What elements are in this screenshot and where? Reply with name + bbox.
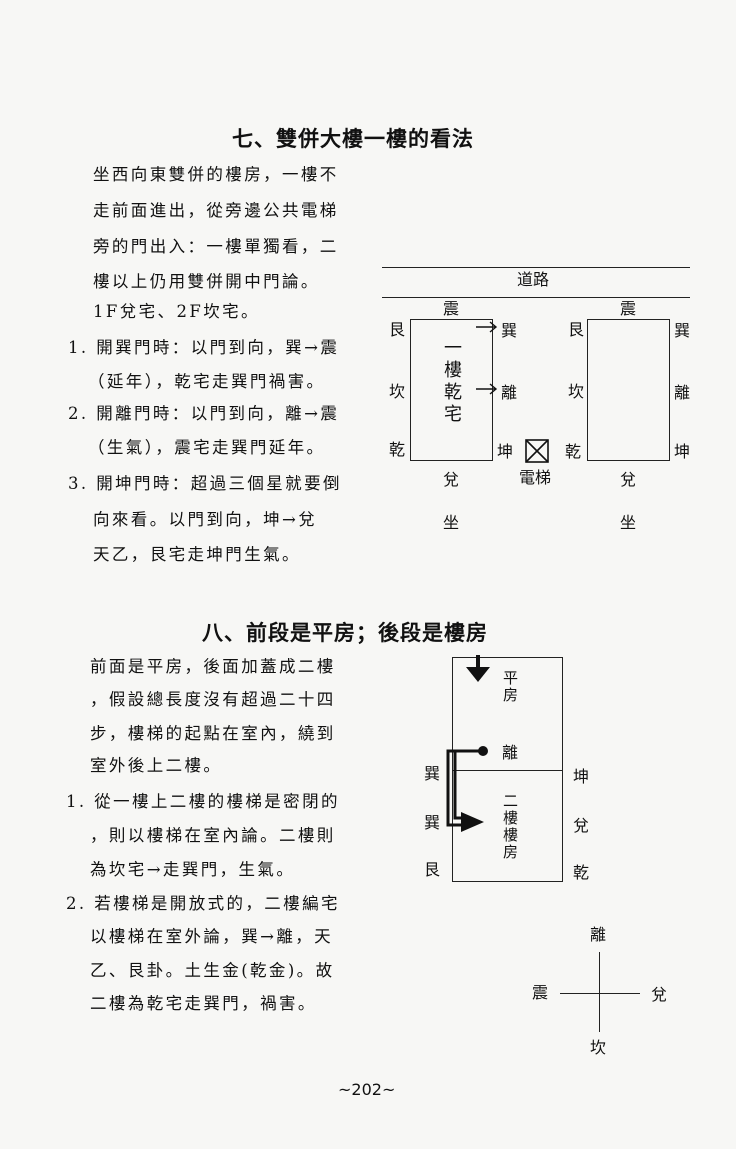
dui-label: 兌 — [573, 816, 590, 835]
compass-vertical — [599, 952, 600, 1032]
left-zhen-label: 震 — [443, 299, 460, 318]
road-line-bottom — [382, 297, 690, 298]
body-line: 步，樓梯的起點在室內，繞到 — [90, 724, 336, 743]
kun-label: 坤 — [573, 767, 590, 786]
body-line: ，則以樓梯在室內論。二樓則 — [90, 826, 336, 845]
left-dui-label: 兌 — [443, 470, 460, 489]
left-gen-label: 艮 — [389, 320, 406, 339]
staircase-path-icon — [446, 746, 488, 832]
gen-label: 艮 — [424, 860, 441, 879]
left-kun-label: 坤 — [497, 442, 514, 461]
right-li-label: 離 — [674, 383, 691, 402]
body-line: 乙、艮卦。土生金(乾金)。故 — [90, 961, 335, 980]
right-gen-label: 艮 — [568, 320, 585, 339]
right-qian-label: 乾 — [565, 442, 582, 461]
body-line: 為坎宅→走巽門，生氣。 — [90, 860, 296, 879]
elevator-label: 電梯 — [519, 468, 552, 487]
body-line: 室外後上二樓。 — [90, 756, 223, 775]
compass-right-label: 兌 — [651, 985, 668, 1004]
body-line: 以樓梯在室外論，巽→離，天 — [90, 927, 334, 946]
body-line: 1. 開巽門時：以門到向，巽→震 — [68, 338, 340, 357]
body-line: 二樓為乾宅走巽門，禍害。 — [90, 994, 317, 1013]
xun-label-lower: 巽 — [424, 813, 441, 832]
left-kan-label: 坎 — [389, 382, 406, 401]
compass-top-label: 離 — [590, 925, 607, 944]
body-line: ，假設總長度沒有超過二十四 — [90, 690, 336, 709]
compass-bottom-label: 坎 — [590, 1038, 607, 1057]
body-line: 1F兌宅、2F坎宅。 — [93, 302, 260, 321]
body-line: 坐西向東雙併的樓房，一樓不 — [93, 165, 339, 184]
body-line: 2. 開離門時：以門到向，離→震 — [68, 404, 340, 423]
body-line: 向來看。以門到向，坤→兌 — [93, 510, 318, 529]
section8-title: 八、前段是平房；後段是樓房 — [202, 621, 488, 645]
body-line: 2. 若樓梯是開放式的，二樓編宅 — [66, 894, 340, 913]
arrow-to-xun-icon — [476, 321, 498, 333]
arrow-to-li-icon — [476, 383, 498, 395]
body-line: （延年），乾宅走巽門禍害。 — [88, 372, 326, 391]
floor-divider — [452, 770, 563, 771]
left-li-label: 離 — [501, 383, 518, 402]
body-line: 前面是平房，後面加蓋成二樓 — [90, 657, 336, 676]
body-line: 旁的門出入：一樓單獨看，二 — [93, 237, 339, 256]
body-line: 3. 開坤門時：超過三個星就要倒 — [68, 474, 342, 493]
pingfang-label: 平房 — [501, 670, 519, 704]
body-line: 天乙，艮宅走坤門生氣。 — [93, 545, 301, 564]
body-line: （生氣），震宅走巽門延年。 — [88, 438, 326, 457]
compass-horizontal — [560, 993, 640, 994]
right-zuo-label: 坐 — [620, 513, 637, 532]
page-number: ~202~ — [338, 1080, 396, 1099]
body-line: 樓以上仍用雙併開中門論。 — [93, 272, 320, 291]
right-dui-label: 兌 — [620, 470, 637, 489]
left-qian-label: 乾 — [389, 440, 406, 459]
road-line-top — [382, 267, 690, 268]
elevator-icon — [525, 439, 549, 463]
right-kan-label: 坎 — [568, 382, 585, 401]
erlou-label: 二樓樓房 — [501, 793, 519, 861]
qian-label: 乾 — [573, 863, 590, 882]
body-line: 1. 從一樓上二樓的樓梯是密閉的 — [66, 792, 340, 811]
road-label: 道路 — [517, 270, 550, 289]
left-xun-label: 巽 — [501, 321, 518, 340]
xun-label-upper: 巽 — [424, 764, 441, 783]
building-box — [452, 657, 563, 882]
right-zhen-label: 震 — [620, 299, 637, 318]
left-house-box — [410, 319, 493, 461]
compass-left-label: 震 — [532, 983, 549, 1002]
section7-title: 七、雙併大樓一樓的看法 — [232, 127, 474, 151]
house-label: 一樓乾宅 — [441, 338, 462, 426]
right-house-box — [587, 319, 670, 461]
li-label: 離 — [502, 743, 519, 762]
right-xun-label: 巽 — [674, 321, 691, 340]
right-kun-label: 坤 — [674, 442, 691, 461]
left-zuo-label: 坐 — [443, 513, 460, 532]
entry-arrow-down-icon — [466, 655, 490, 682]
body-line: 走前面進出，從旁邊公共電梯 — [93, 201, 339, 220]
